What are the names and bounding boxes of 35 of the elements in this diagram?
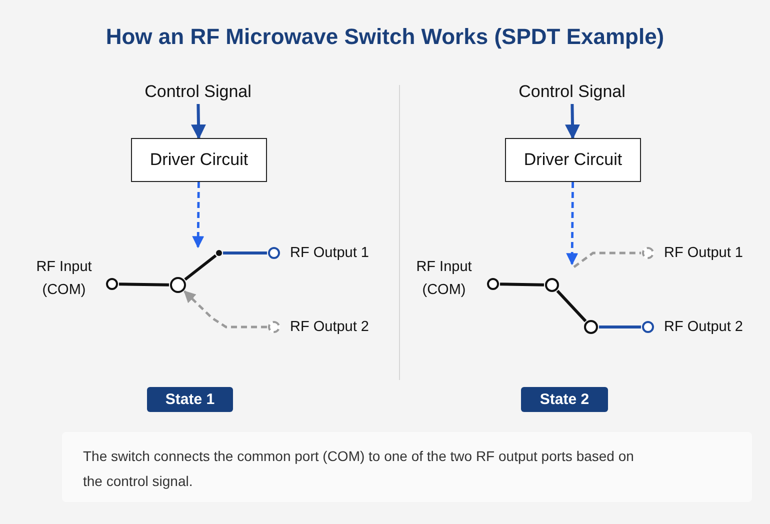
- process-box: Driver Circuit: [131, 138, 267, 182]
- port-circle: [170, 277, 186, 293]
- port-circle: [545, 278, 559, 292]
- connector-line: [565, 104, 580, 140]
- connector-line: [556, 290, 587, 322]
- connector-line: [191, 104, 206, 140]
- connector-line: [184, 254, 217, 281]
- diagram-title: How an RF Microwave Switch Works (SPDT Example): [104, 24, 666, 50]
- signal-label: Control Signal: [133, 80, 263, 104]
- port-label: RF Input (COM): [35, 258, 93, 300]
- connector-line: [599, 326, 641, 328]
- dashed-arrow: [192, 182, 204, 248]
- port-label: RF Output 1: [664, 244, 743, 263]
- port-label: RF Input (COM): [415, 258, 473, 300]
- connector-line: [223, 252, 267, 254]
- process-box: Driver Circuit: [505, 138, 641, 182]
- port-label: RF Output 1: [290, 244, 369, 263]
- connector-line: [500, 282, 544, 286]
- contact-dot: [216, 250, 222, 256]
- state-badge: State 2: [521, 387, 608, 412]
- port-circle: [642, 247, 654, 259]
- dashed-arrow: [184, 290, 267, 328]
- port-circle: [268, 321, 280, 333]
- port-circle: [642, 321, 654, 333]
- port-circle: [584, 320, 598, 334]
- dashed-arrow: [566, 182, 578, 266]
- connector-line: [118, 282, 170, 286]
- port-circle: [268, 247, 280, 259]
- port-label: RF Output 2: [290, 318, 369, 337]
- signal-label: Control Signal: [507, 80, 637, 104]
- port-label: RF Output 2: [664, 318, 743, 337]
- caption: The switch connects the common port (COM) to one of the two RF output ports based on the control signal.: [83, 447, 635, 491]
- state-badge: State 1: [147, 387, 233, 412]
- port-circle: [106, 278, 118, 290]
- port-circle: [487, 278, 499, 290]
